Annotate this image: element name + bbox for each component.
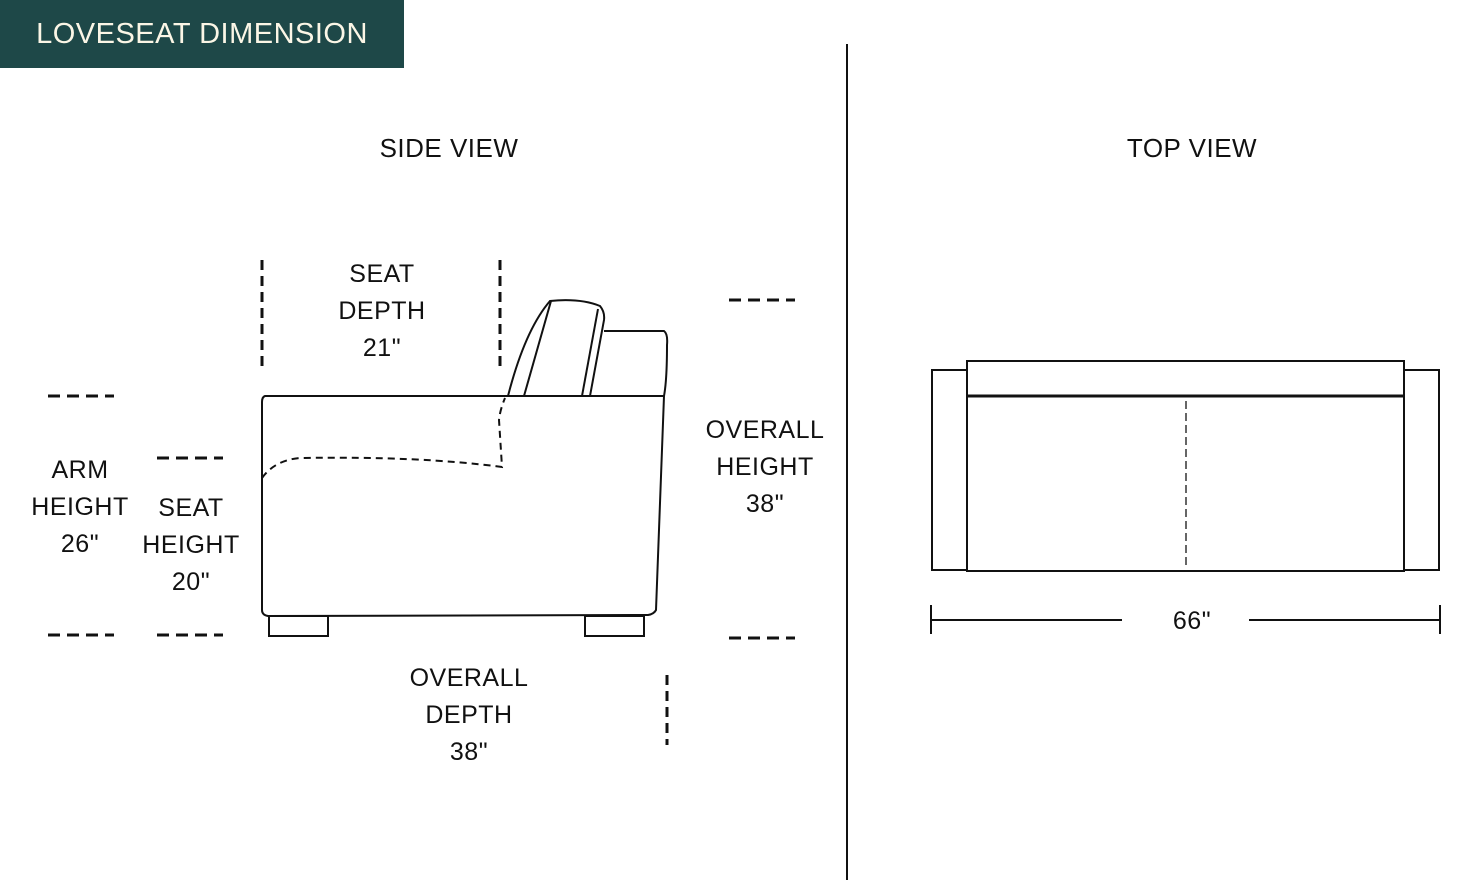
height-markers bbox=[48, 298, 795, 640]
dimension-value: 66" bbox=[1172, 607, 1212, 635]
label-line: HEIGHT bbox=[716, 453, 814, 481]
label-line: HEIGHT bbox=[142, 531, 240, 559]
page-title: LOVESEAT DIMENSION bbox=[36, 17, 368, 50]
header-banner: LOVESEAT DIMENSION bbox=[0, 0, 404, 68]
side-view-title: SIDE VIEW bbox=[379, 133, 519, 163]
overall-width-label: 66" bbox=[1112, 603, 1272, 640]
label-line: HEIGHT bbox=[31, 493, 129, 521]
overall-height-label: OVERALL HEIGHT 38" bbox=[685, 412, 845, 523]
dimension-value: 38" bbox=[449, 738, 489, 766]
dimension-value: 26" bbox=[60, 530, 100, 558]
seat-depth-markers bbox=[260, 260, 502, 366]
label-line: SEAT bbox=[158, 494, 224, 522]
top-view-title: TOP VIEW bbox=[1126, 133, 1258, 163]
label-line: ARM bbox=[51, 456, 109, 484]
label-line: DEPTH bbox=[338, 297, 426, 325]
seat-height-label: SEAT HEIGHT 20" bbox=[111, 490, 271, 601]
label-line: OVERALL bbox=[705, 416, 825, 444]
label-line: DEPTH bbox=[425, 701, 513, 729]
view-divider bbox=[846, 44, 848, 880]
label-line: SEAT bbox=[349, 260, 415, 288]
overall-depth-label: OVERALL DEPTH 38" bbox=[389, 660, 549, 771]
seat-depth-label: SEAT DEPTH 21" bbox=[302, 256, 462, 367]
label-line: OVERALL bbox=[409, 664, 529, 692]
top-view-sofa bbox=[931, 360, 1440, 572]
dimension-value: 20" bbox=[171, 568, 211, 596]
dimension-value: 21" bbox=[362, 334, 402, 362]
dimension-value: 38" bbox=[745, 490, 785, 518]
side-view-sofa bbox=[261, 299, 669, 637]
arm-height-label: ARM HEIGHT 26" bbox=[0, 452, 160, 563]
width-dimension-line bbox=[930, 605, 1441, 634]
